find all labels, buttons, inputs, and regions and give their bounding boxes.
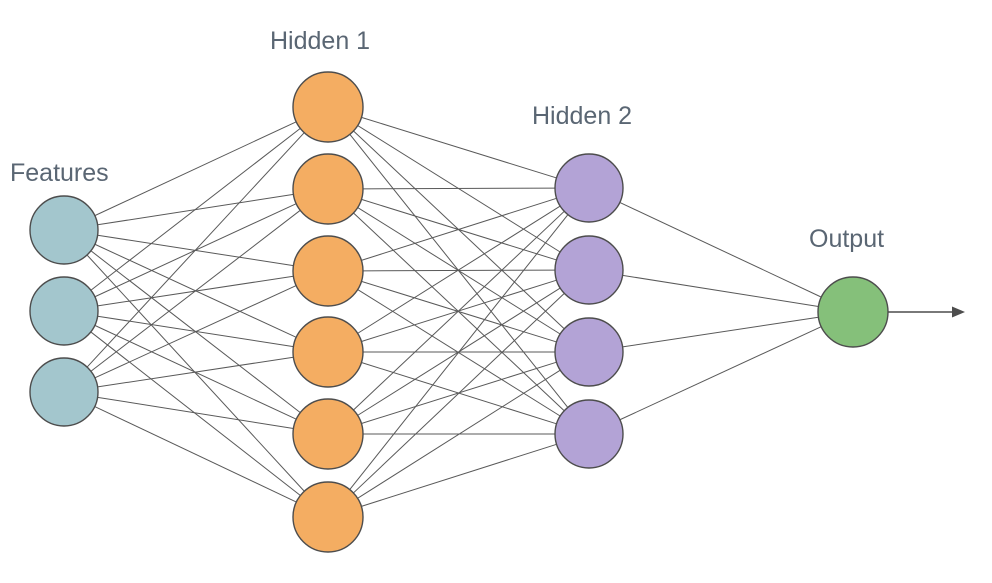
edge-h1_5-h2_1 [353,210,565,411]
edge-f3-h1_6 [94,406,297,503]
node-h1_5[interactable] [292,398,364,470]
edge-f3-h1_4 [97,356,294,388]
edge-h2_1-o1 [619,201,822,298]
node-o1[interactable] [817,276,889,348]
layer-label-hidden1: Hidden 1 [270,27,370,55]
edge-h1_6-h2_1 [349,214,569,490]
layer-label-hidden2: Hidden 2 [532,102,632,130]
node-f3[interactable] [29,357,99,427]
edge-h1_3-h2_1 [361,197,557,261]
edge-f2-h1_6 [90,331,301,496]
node-h2_3[interactable] [554,317,624,387]
layer-label-output: Output [809,225,884,253]
node-h1_4[interactable] [292,316,364,388]
edge-h1_3-h2_2 [362,269,556,272]
output-arrow-head [952,306,965,318]
output-arrow [888,306,965,318]
edge-h1_6-h2_4 [361,443,557,507]
edge-f1-h1_1 [94,121,297,217]
node-f1[interactable] [29,195,99,265]
node-h2_1[interactable] [554,153,624,223]
edge-f2-h1_1 [90,128,301,291]
node-f2[interactable] [29,276,99,346]
labels-group: Features Hidden 1 Hidden 2 Output [10,27,884,253]
node-h1_2[interactable] [292,153,364,225]
edge-f3-h1_2 [90,209,301,372]
nodes-group [29,71,889,553]
node-h2_4[interactable] [554,399,624,469]
edge-h2_2-o1 [622,274,819,307]
layer-label-features: Features [10,159,109,187]
edge-h1_6-h2_2 [353,293,565,494]
node-h1_6[interactable] [292,481,364,553]
node-h2_2[interactable] [554,235,624,305]
edge-h2_4-o1 [619,326,822,421]
edge-h1_1-h2_1 [361,116,557,179]
edge-f1-h1_6 [86,254,305,492]
edge-f3-h1_1 [86,132,305,368]
edge-f3-h1_5 [97,396,294,429]
edges-group [86,116,822,507]
edge-h1_4-h2_1 [357,205,561,334]
edge-h1_6-h2_3 [357,369,561,499]
edge-h1_3-h2_3 [361,280,557,343]
edge-h2_3-o1 [622,316,819,348]
node-h1_1[interactable] [292,71,364,143]
edge-f3-h1_3 [94,285,297,379]
edge-h1_2-h2_1 [362,187,556,190]
node-h1_3[interactable] [292,235,364,307]
